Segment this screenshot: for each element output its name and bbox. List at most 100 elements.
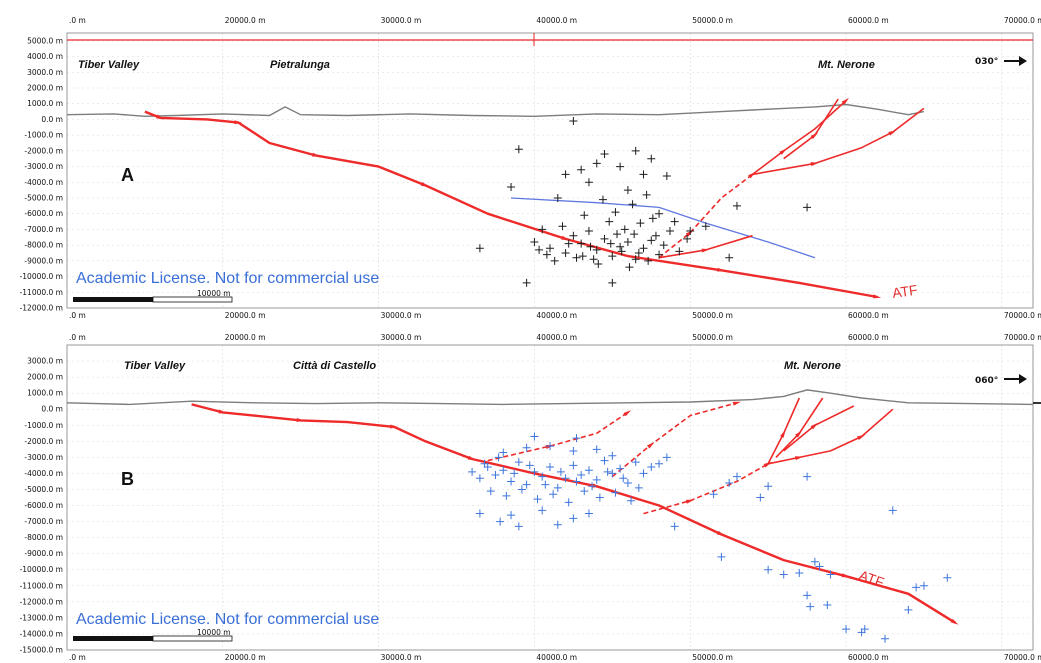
earthquake-marker bbox=[764, 565, 773, 574]
earthquake-marker bbox=[603, 467, 612, 476]
earthquake-marker bbox=[803, 472, 812, 481]
earthquake-marker bbox=[564, 239, 573, 248]
earthquake-marker bbox=[569, 446, 578, 455]
slip-arrow bbox=[732, 401, 741, 406]
earthquake-marker bbox=[803, 203, 812, 212]
earthquake-marker bbox=[486, 487, 495, 496]
slip-arrow bbox=[311, 152, 321, 157]
slip-arrow bbox=[810, 132, 819, 140]
earthquake-marker bbox=[584, 227, 593, 235]
earthquake-marker bbox=[880, 634, 889, 643]
earthquake-marker bbox=[550, 256, 559, 265]
earthquake-marker bbox=[475, 509, 484, 518]
earthquake-marker bbox=[631, 146, 640, 155]
y-tick-label: -12000.0 m bbox=[20, 597, 63, 606]
license-text-a: Academic License. Not for commercial use bbox=[76, 270, 379, 287]
earthquake-marker bbox=[647, 154, 656, 163]
fault-line-splay-2 bbox=[611, 402, 738, 478]
earthquake-marker bbox=[665, 227, 674, 235]
earthquake-marker bbox=[546, 442, 554, 451]
earthquake-marker bbox=[578, 252, 587, 261]
earthquake-marker bbox=[623, 186, 632, 195]
earthquakes-b bbox=[468, 432, 952, 643]
earthquake-marker bbox=[556, 467, 565, 476]
earthquake-marker bbox=[584, 178, 593, 187]
x-tick-label: 20000.0 m bbox=[225, 333, 266, 342]
fault-line-splay-1-up bbox=[658, 173, 753, 259]
fault-line-splay-1 bbox=[487, 411, 629, 462]
earthquake-marker bbox=[803, 591, 812, 600]
earthquake-marker bbox=[639, 469, 648, 478]
slip-arrow bbox=[872, 294, 882, 299]
slip-arrow bbox=[795, 430, 803, 438]
scale-bar-b bbox=[73, 635, 233, 642]
earthquake-marker bbox=[598, 195, 607, 204]
y-tick-label: 5000.0 m bbox=[27, 36, 63, 45]
earthquake-marker bbox=[623, 479, 632, 488]
earthquake-marker bbox=[569, 117, 578, 125]
earthquake-marker bbox=[572, 434, 581, 443]
earthquake-marker bbox=[659, 241, 668, 250]
blue-line-a bbox=[510, 197, 816, 259]
earthquake-marker bbox=[648, 214, 657, 223]
y-tick-label: -3000.0 m bbox=[24, 453, 63, 462]
slip-arrow bbox=[623, 410, 632, 417]
earthquake-marker bbox=[541, 480, 550, 489]
x-tick-label: 50000.0 m bbox=[692, 311, 733, 320]
earthquake-marker bbox=[564, 498, 573, 507]
earthquake-marker bbox=[580, 487, 589, 496]
panel-label-a: A bbox=[121, 165, 134, 185]
earthquake-marker bbox=[499, 448, 508, 457]
slip-arrow bbox=[646, 441, 655, 449]
y-tick-label: -4000.0 m bbox=[24, 178, 63, 187]
fault-line-ATF bbox=[191, 403, 956, 624]
earthquake-marker bbox=[553, 483, 562, 492]
earthquake-marker bbox=[592, 445, 601, 454]
earthquake-marker bbox=[655, 209, 664, 218]
earthquake-marker bbox=[670, 522, 679, 531]
earthquake-marker bbox=[514, 145, 523, 154]
earthquake-marker bbox=[600, 234, 609, 243]
earthquake-marker bbox=[606, 239, 615, 248]
earthquake-marker bbox=[647, 463, 656, 471]
earthquake-marker bbox=[584, 509, 593, 518]
earthquake-marker bbox=[572, 253, 581, 262]
earthquake-marker bbox=[636, 219, 645, 228]
earthquake-marker bbox=[530, 432, 539, 441]
place-label-a-3: Mt. Nerone bbox=[818, 59, 875, 71]
earthquake-marker bbox=[888, 506, 897, 515]
y-tick-label: -14000.0 m bbox=[20, 629, 63, 638]
earthquake-marker bbox=[569, 461, 578, 470]
earthquake-marker bbox=[561, 170, 570, 179]
earthquake-marker bbox=[612, 230, 621, 239]
y-tick-label: 4000.0 m bbox=[27, 52, 63, 61]
y-tick-label: -11000.0 m bbox=[20, 288, 63, 297]
earthquake-marker bbox=[480, 459, 489, 468]
topography-a bbox=[66, 103, 925, 118]
arrow-right-icon bbox=[1004, 56, 1027, 66]
y-tick-label: 0.0 m bbox=[41, 115, 63, 124]
y-tick-label: 1000.0 m bbox=[27, 389, 63, 398]
slip-arrow bbox=[888, 130, 897, 136]
place-label-b-2: Città di Castello bbox=[293, 360, 376, 372]
y-tick-label: -7000.0 m bbox=[24, 517, 63, 526]
earthquake-marker bbox=[732, 472, 741, 481]
slip-arrow bbox=[780, 429, 786, 438]
earthquake-marker bbox=[507, 183, 516, 191]
earthquakes-a bbox=[475, 117, 812, 287]
x-tick-label: 50000.0 m bbox=[692, 333, 733, 342]
earthquake-marker bbox=[475, 474, 484, 483]
earthquake-marker bbox=[639, 244, 648, 253]
earthquake-marker bbox=[617, 247, 626, 256]
earthquake-marker bbox=[569, 514, 578, 523]
earthquake-marker bbox=[619, 474, 628, 483]
earthquake-marker bbox=[538, 472, 547, 481]
earthquake-marker bbox=[608, 469, 617, 478]
earthquake-marker bbox=[572, 477, 581, 486]
earthquake-marker bbox=[549, 490, 558, 499]
slip-arrow bbox=[810, 162, 819, 167]
earthquake-marker bbox=[686, 227, 695, 235]
